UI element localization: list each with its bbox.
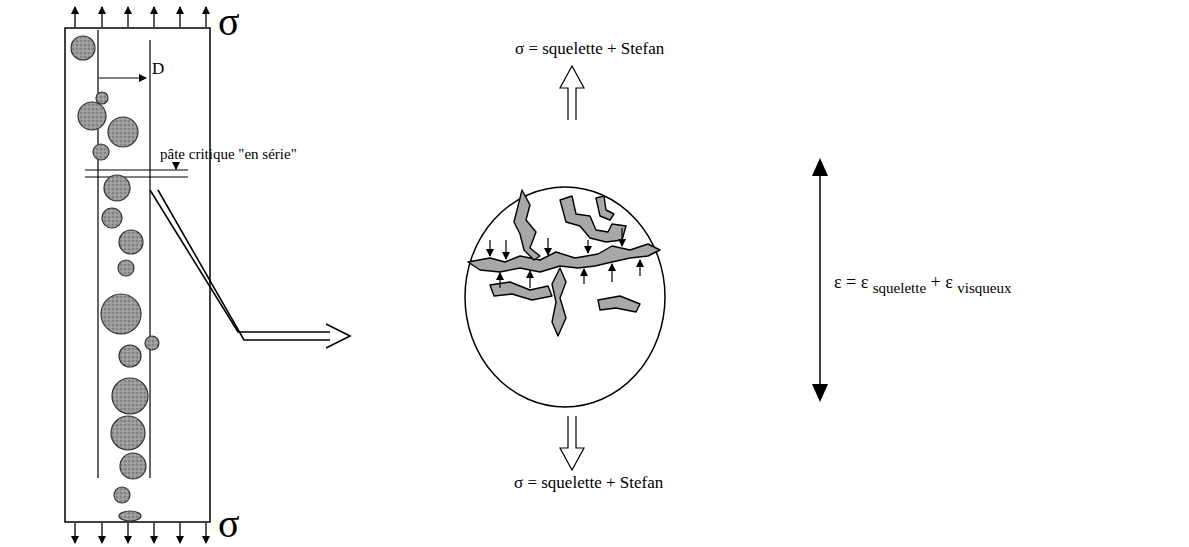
- aggregate: [119, 511, 141, 521]
- aggregate: [119, 230, 143, 254]
- aggregate: [96, 92, 108, 104]
- load-arrow: [153, 523, 154, 543]
- strain-subscript: squelette: [873, 280, 926, 296]
- aggregate: [71, 36, 95, 60]
- load-arrow: [101, 523, 102, 543]
- load-arrow: [179, 523, 180, 543]
- stress-symbol: σ: [218, 0, 240, 44]
- aggregate: [111, 416, 145, 450]
- load-arrow: [127, 523, 128, 543]
- load-arrow: [205, 523, 206, 543]
- stress-sum-label: σ = squelette + Stefan: [515, 40, 664, 59]
- strain-equation: ε = ε squelette + ε visqueux: [834, 272, 1012, 297]
- aggregate: [114, 487, 130, 503]
- diameter-label: D: [152, 60, 164, 79]
- strain-sum-part: ε = ε: [834, 272, 868, 292]
- load-arrow: [127, 7, 128, 27]
- stress-sum-label: σ = squelette + Stefan: [514, 474, 663, 493]
- aggregate: [104, 175, 130, 201]
- aggregate: [119, 345, 141, 367]
- strain-subscript: visqueux: [957, 280, 1011, 296]
- aggregate: [101, 294, 141, 334]
- aggregate: [145, 336, 159, 350]
- aggregate: [118, 260, 134, 276]
- load-arrow: [74, 7, 75, 27]
- aggregate: [93, 144, 109, 160]
- load-arrow: [153, 7, 154, 27]
- aggregate: [108, 117, 138, 147]
- aggregate: [78, 102, 106, 130]
- load-arrow: [101, 7, 102, 27]
- aggregate: [112, 378, 148, 414]
- aggregate: [120, 453, 146, 479]
- load-arrow: [205, 7, 206, 27]
- aggregate: [102, 208, 122, 228]
- strain-sum-part: + ε: [931, 272, 953, 292]
- paste-label: pâte critique "en série": [160, 146, 297, 163]
- load-arrow: [179, 7, 180, 27]
- load-arrow: [74, 523, 75, 543]
- stress-symbol: σ: [218, 502, 240, 546]
